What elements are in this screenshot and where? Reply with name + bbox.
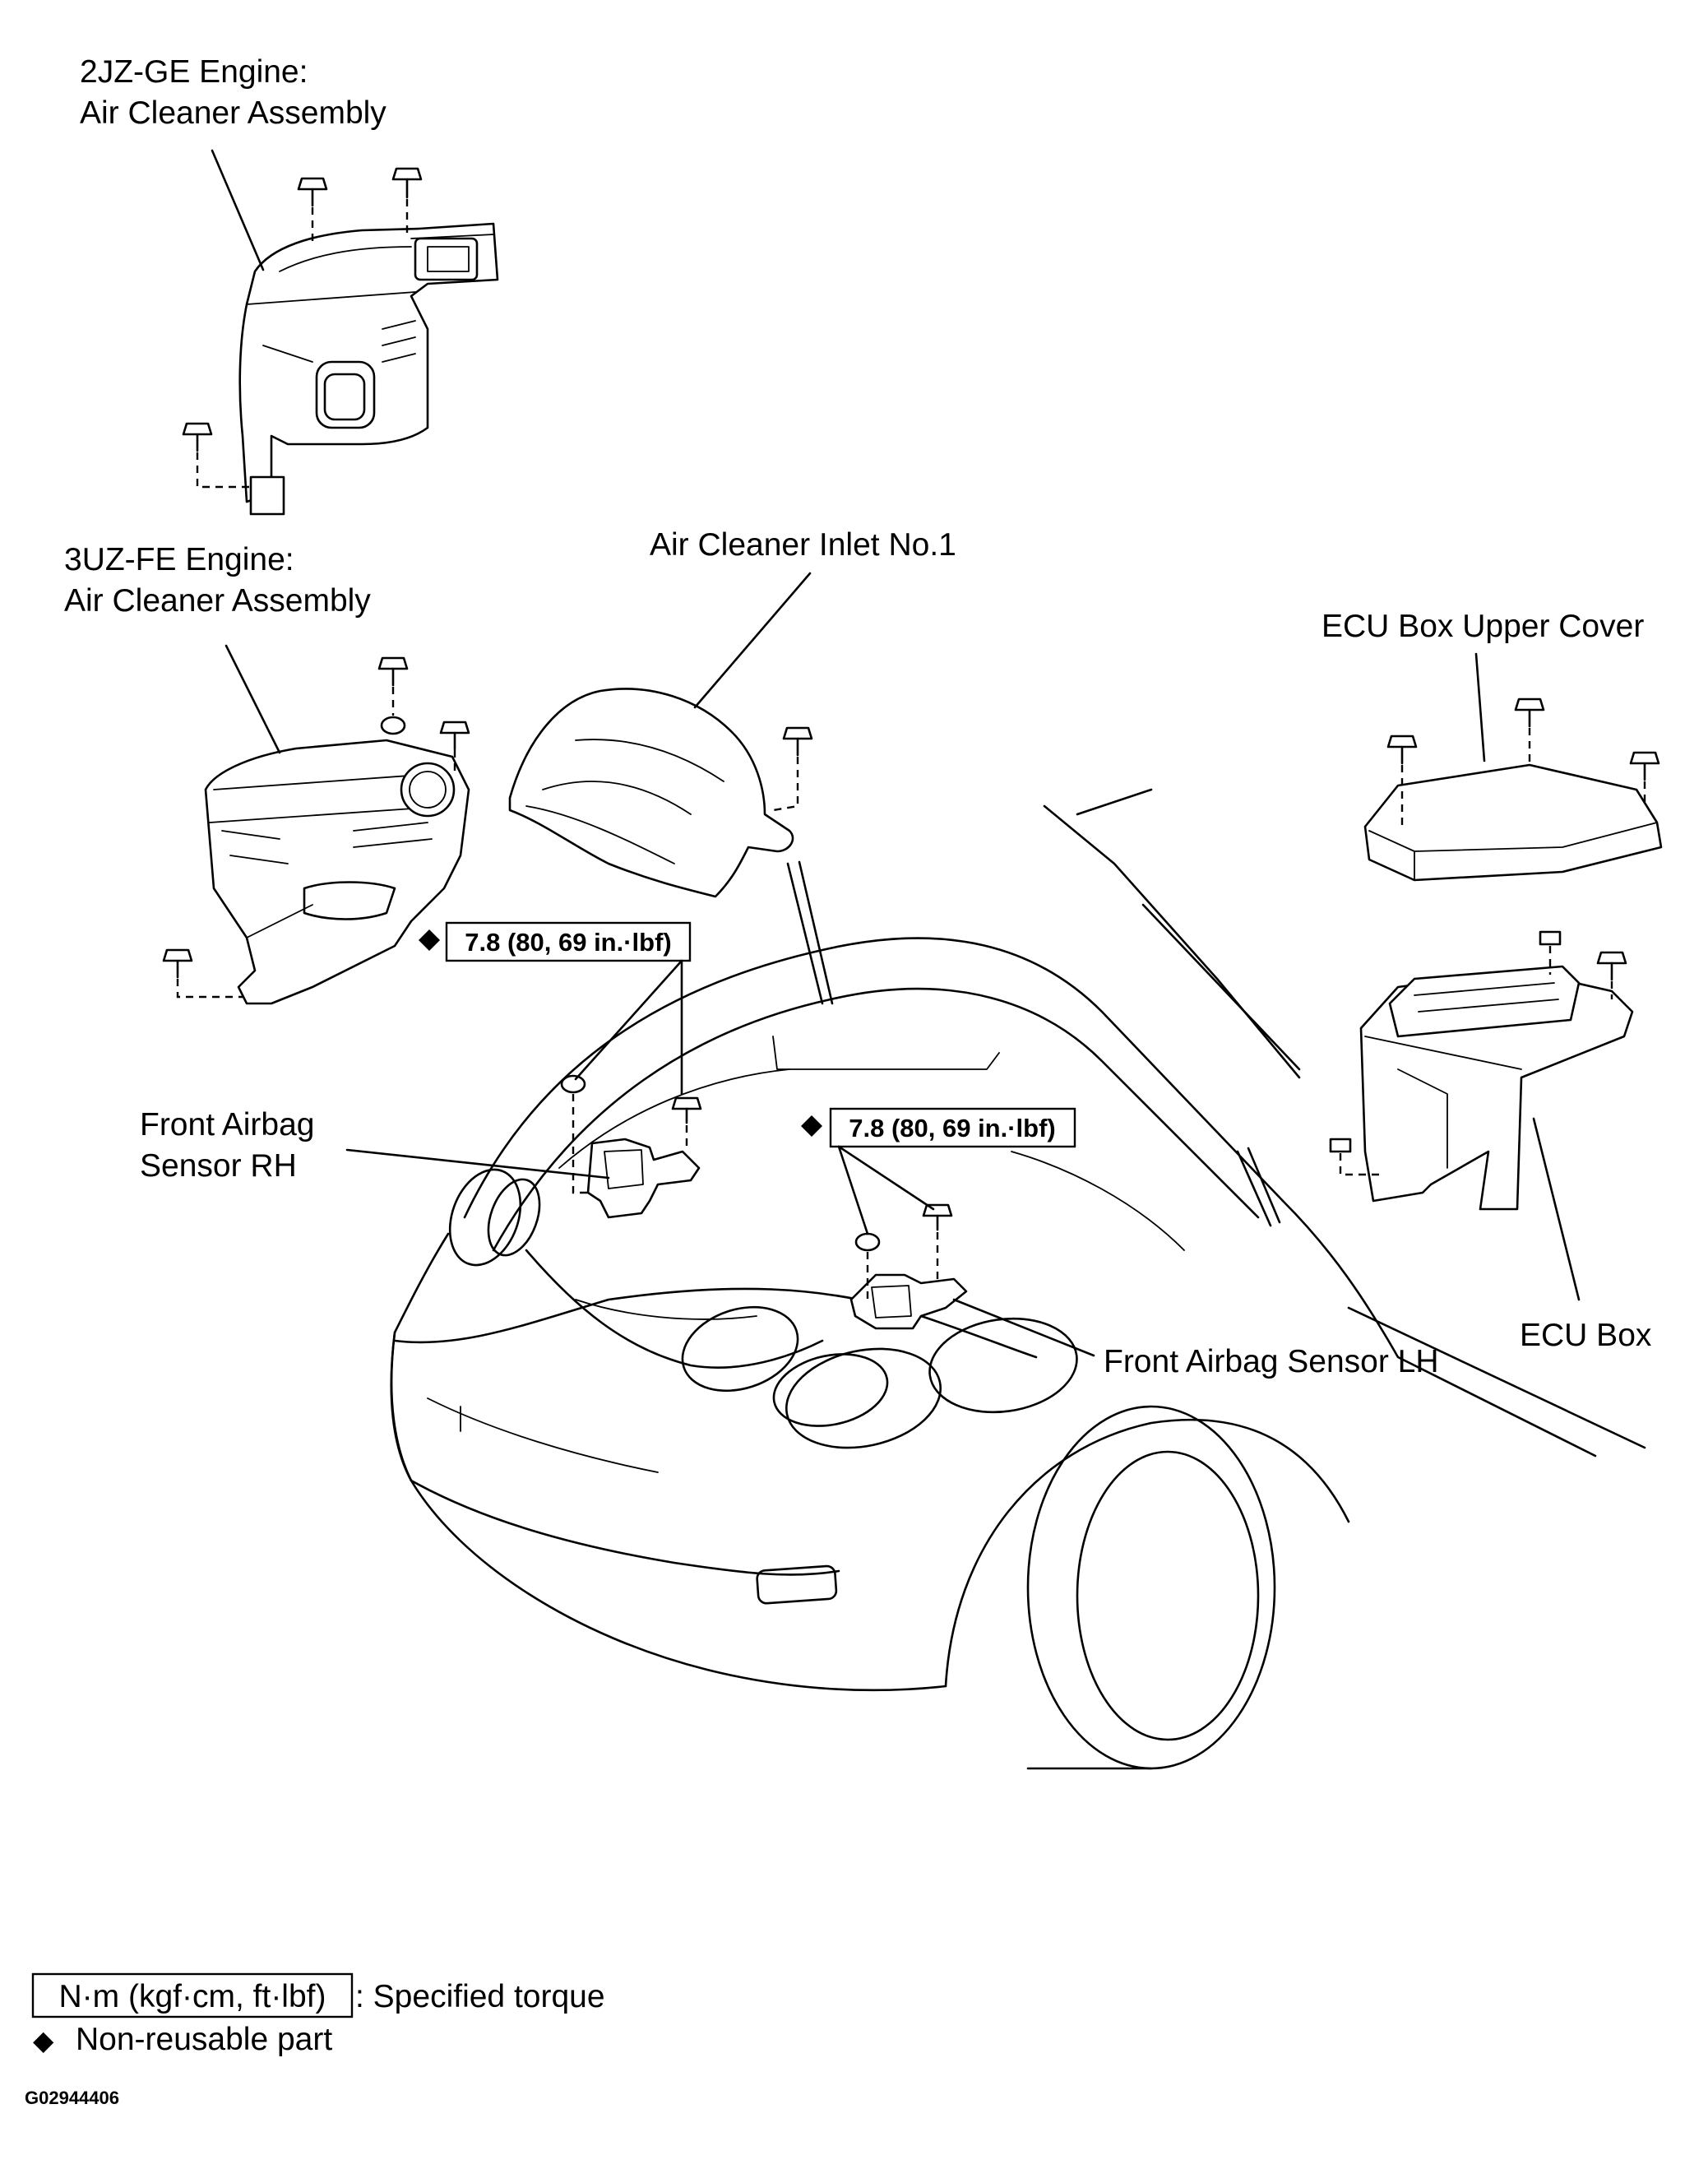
label-front-airbag-sensor-rh-1: Front Airbag (140, 1107, 314, 1142)
bolt-icon (182, 422, 213, 452)
figure-code: G02944406 (25, 2088, 119, 2108)
vehicle-front-outline (390, 788, 1646, 1770)
bolt-icon (782, 726, 813, 757)
bolt-icon (439, 721, 470, 751)
label-ecu-box: ECU Box (1520, 1318, 1652, 1353)
bolt-icon (1596, 951, 1627, 981)
label-front-airbag-sensor-lh: Front Airbag Sensor LH (1104, 1344, 1439, 1379)
bolt-icon (162, 948, 193, 979)
label-2jz-air-cleaner: Air Cleaner Assembly (80, 95, 386, 131)
label-air-cleaner-inlet: Air Cleaner Inlet No.1 (650, 527, 956, 563)
bolt-icon (391, 167, 423, 199)
nonreusable-diamond-icon (419, 929, 440, 951)
legend-specified-torque: : Specified torque (355, 1979, 605, 2014)
label-3uz-air-cleaner: Air Cleaner Assembly (64, 583, 371, 619)
torque-value: 7.8 (80, 69 in.·lbf) (465, 928, 672, 957)
torque-value: 7.8 (80, 69 in.·lbf) (849, 1114, 1056, 1142)
bolt-icon (1629, 751, 1660, 781)
torque-callout-upper: 7.8 (80, 69 in.·lbf) (419, 921, 692, 1096)
bolt-icon (377, 656, 409, 687)
nut-icon (854, 1232, 881, 1252)
legend-torque-units: N·m (kgf·cm, ft·lbf) (59, 1979, 326, 2014)
ecu-box-upper-cover (1363, 652, 1663, 882)
front-airbag-sensor-rh (345, 1074, 702, 1219)
nut-icon (1539, 930, 1562, 946)
legend-nonreusable-symbol: ◆ (33, 2025, 54, 2055)
bolt-icon (671, 1096, 702, 1124)
bolt-icon (1386, 735, 1418, 765)
label-front-airbag-sensor-rh-2: Sensor RH (140, 1148, 297, 1184)
nut-icon (1329, 1138, 1352, 1153)
torque-callout-lower: 7.8 (80, 69 in.·lbf) (801, 1107, 1076, 1235)
air-cleaner-assembly-3uz (162, 644, 470, 1005)
legend: N·m (kgf·cm, ft·lbf) : Specified torque … (31, 1972, 605, 2057)
air-cleaner-inlet (508, 572, 813, 898)
bolt-icon (1514, 698, 1545, 728)
nonreusable-diamond-icon (801, 1115, 822, 1137)
front-airbag-sensor-lh (849, 1203, 1095, 1357)
legend-nonreusable-text: Non-reusable part (76, 2022, 332, 2057)
label-ecu-box-upper-cover: ECU Box Upper Cover (1322, 609, 1644, 644)
label-3uz-engine: 3UZ-FE Engine: (64, 542, 294, 577)
ecu-box (1329, 930, 1634, 1301)
bolt-icon (922, 1203, 953, 1231)
label-2jz-engine: 2JZ-GE Engine: (80, 54, 308, 90)
nut-icon (560, 1074, 586, 1094)
air-cleaner-assembly-2jz (182, 149, 499, 516)
bolt-icon (297, 177, 328, 207)
